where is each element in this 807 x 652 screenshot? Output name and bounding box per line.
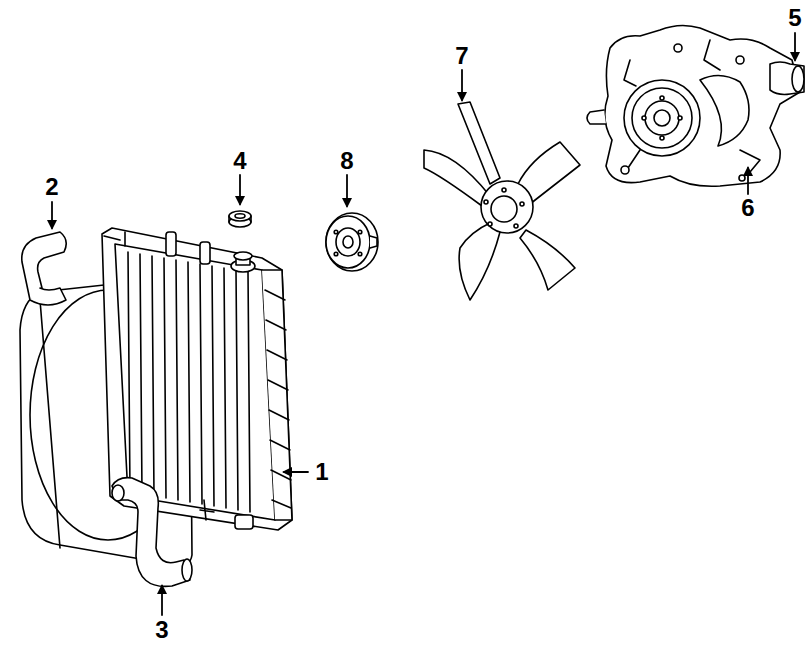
- water-pump: [587, 25, 804, 186]
- upper-hose: [22, 232, 66, 305]
- leader-arrow: [346, 175, 348, 206]
- leader-arrow: [239, 175, 241, 204]
- callout-number: 2: [44, 175, 59, 199]
- cooling-fan: [424, 102, 580, 300]
- fan-clutch: [326, 213, 378, 271]
- callout-number: 7: [454, 44, 469, 68]
- leader-arrow: [51, 202, 53, 228]
- callout-number: 8: [339, 149, 354, 173]
- callout-number: 1: [314, 460, 329, 484]
- leader-arrow: [794, 33, 796, 60]
- callout-number: 5: [787, 6, 802, 30]
- cap-seal: [229, 211, 251, 227]
- callout-number: 4: [232, 149, 247, 173]
- leader-arrows: [52, 33, 795, 615]
- callout-number: 3: [154, 618, 169, 642]
- leader-arrow: [461, 70, 463, 100]
- lower-hose: [112, 478, 192, 587]
- callout-number: 6: [740, 196, 755, 220]
- leader-arrow: [284, 471, 308, 473]
- leader-arrow: [161, 586, 163, 615]
- leader-arrow: [747, 168, 749, 194]
